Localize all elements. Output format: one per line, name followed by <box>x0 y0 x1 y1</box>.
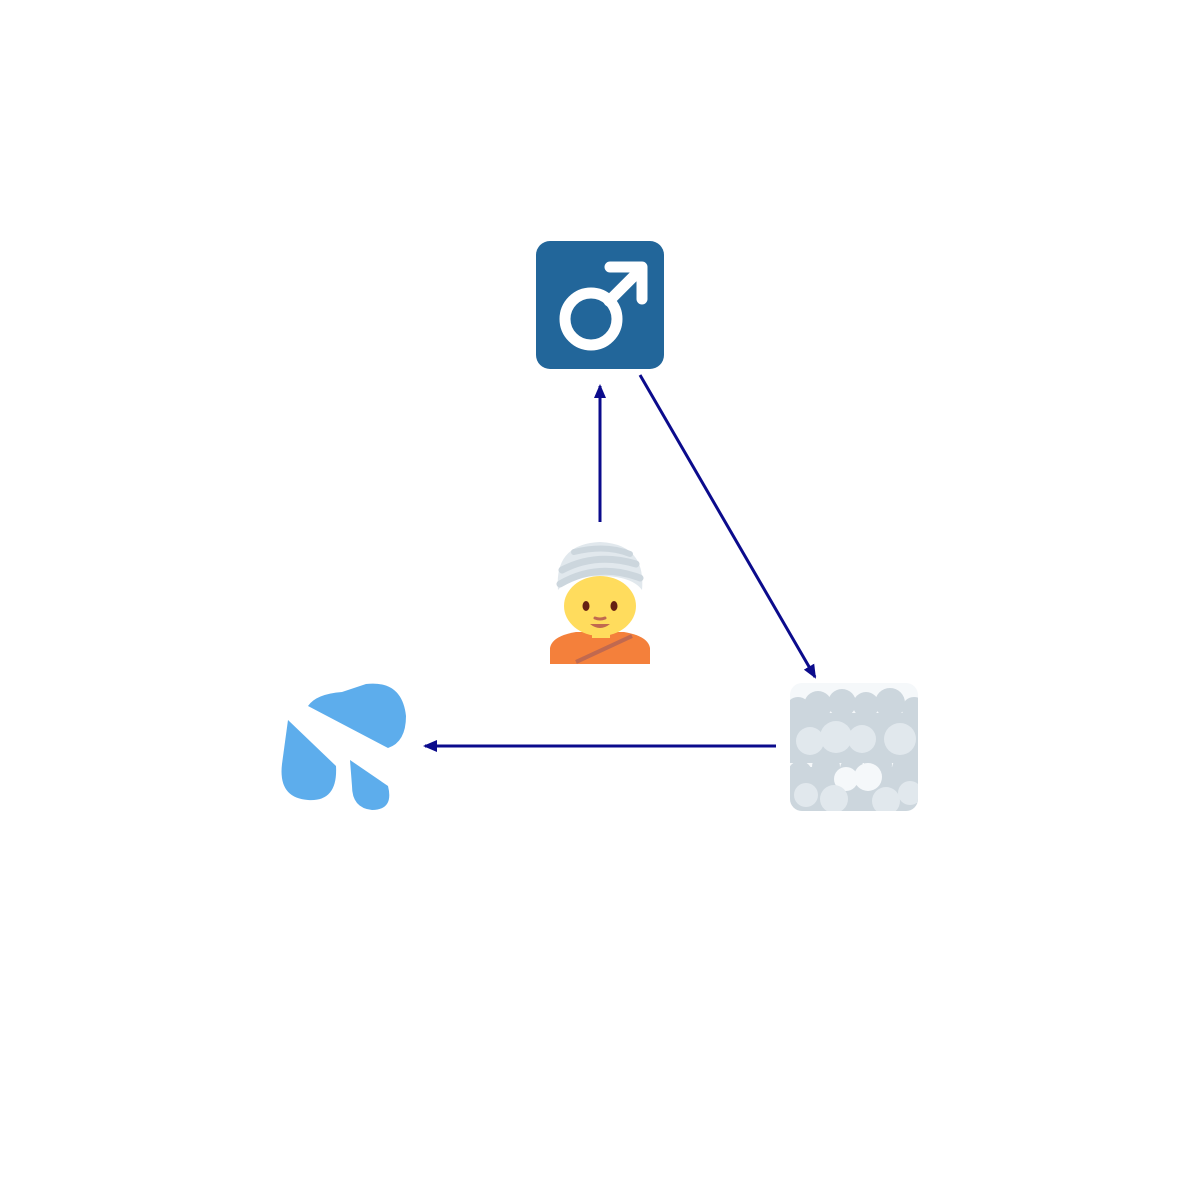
male-sign-icon <box>536 241 664 369</box>
edge-male-to-fog <box>638 374 817 679</box>
sweat-droplets-icon <box>281 683 406 810</box>
person-wearing-turban-icon <box>550 542 650 664</box>
fog-icon <box>790 683 918 811</box>
